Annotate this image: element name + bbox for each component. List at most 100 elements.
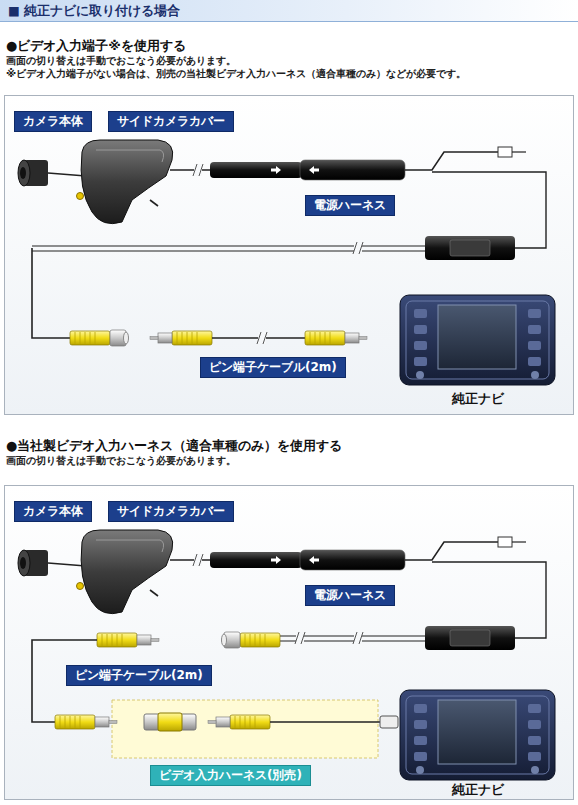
wire: [150, 200, 158, 206]
rca-ridge: [122, 634, 123, 646]
harness-box-cap: [450, 240, 490, 256]
navi-button: [528, 720, 541, 729]
rca-body: [172, 331, 212, 345]
break-mark: [359, 242, 363, 254]
connector-plug: [210, 552, 302, 568]
rca-shell: [158, 333, 172, 343]
wire: [170, 169, 210, 171]
rca-pin: [151, 639, 159, 642]
rca-ridge: [70, 716, 71, 728]
break-mark: [257, 332, 261, 344]
navi-knob: [531, 766, 539, 774]
rca-ridge: [255, 634, 256, 646]
rca-ridge: [65, 716, 66, 728]
panel-ground: [4, 485, 574, 800]
part-label: ピン端子ケーブル(2m): [66, 665, 212, 686]
part-label-text: サイドカメラカバー: [117, 504, 225, 518]
break-mark: [199, 164, 203, 176]
wire: [32, 248, 70, 338]
break-mark: [301, 632, 305, 644]
cover-highlight: [96, 540, 164, 552]
navi-knob: [416, 766, 424, 774]
navi-bezel: [406, 696, 549, 774]
harness-box: [425, 236, 515, 260]
rca-ridge: [250, 716, 251, 728]
part-label-text: カメラ本体: [23, 504, 83, 518]
rca-ridge: [260, 634, 261, 646]
navi-screen: [438, 700, 516, 764]
rca-hole: [222, 634, 227, 646]
rca-ridge: [330, 332, 331, 344]
part-label-text: 電源ハーネス: [314, 198, 386, 212]
navi-input-plug: [380, 716, 398, 728]
direction-arrow: [271, 166, 281, 174]
rca-body: [230, 715, 270, 729]
side-camera-cover: [81, 140, 173, 224]
rca-joiner: [144, 714, 196, 730]
part-label: カメラ本体: [14, 501, 92, 522]
cover-screw: [77, 193, 84, 200]
rca-ridge: [245, 716, 246, 728]
navi-button: [414, 720, 427, 729]
rca-ridge: [112, 634, 113, 646]
navi-button: [528, 357, 541, 366]
direction-arrow: [309, 556, 319, 564]
break-gap: [354, 242, 362, 254]
rca-shell: [216, 717, 230, 727]
part-label-text: サイドカメラカバー: [117, 114, 225, 128]
wire: [270, 721, 380, 723]
rca-shell: [137, 635, 151, 645]
break-gap: [194, 554, 202, 566]
wire: [48, 563, 86, 566]
wire: [405, 542, 498, 560]
wire: [150, 590, 158, 596]
wiring-illustration: [18, 530, 555, 780]
rca-ridge: [80, 332, 81, 344]
rca-ridge: [90, 332, 91, 344]
break-mark: [263, 332, 267, 344]
break-mark: [193, 164, 197, 176]
rca-ridge: [192, 332, 193, 344]
section-note: ※ビデオ入力端子がない場合は、別売の当社製ビデオ入力ハーネス（適合車種のみ）など…: [6, 67, 574, 80]
navi-label: 純正ナビ: [452, 391, 504, 408]
part-label: ビデオ入力ハーネス(別売): [150, 765, 311, 786]
rca-joiner-body: [158, 713, 182, 731]
rca-ridge: [95, 332, 96, 344]
part-label: ピン端子ケーブル(2m): [200, 357, 346, 378]
rca-ridge: [177, 332, 178, 344]
cover-highlight: [96, 150, 164, 162]
navi-button: [528, 704, 541, 713]
harness-box: [425, 626, 515, 650]
rca-ridge: [117, 634, 118, 646]
rca-shell: [95, 717, 109, 727]
direction-arrow: [271, 556, 281, 564]
rca-pin: [359, 337, 367, 340]
wire: [512, 151, 526, 152]
camera-glass: [20, 167, 26, 179]
navi-button: [414, 357, 427, 366]
rca-ridge: [107, 634, 108, 646]
break-mark: [193, 554, 197, 566]
part-label: カメラ本体: [14, 111, 92, 132]
wire: [48, 173, 86, 176]
connector-plug: [210, 162, 302, 178]
harness-area: [112, 700, 378, 758]
page-title: ■ 純正ナビに取り付ける場合: [8, 3, 180, 20]
section-note: 画面の切り替えは手動でおこなう必要があります。: [6, 54, 574, 67]
part-label-text: カメラ本体: [23, 114, 83, 128]
section-panel: ●当社製ビデオ入力ハーネス（適合車種のみ）を使用する画面の切り替えは手動でおこな…: [4, 428, 574, 800]
part-label-text: ピン端子ケーブル(2m): [75, 668, 203, 682]
navi-button: [528, 341, 541, 350]
part-label-text: ピン端子ケーブル(2m): [209, 360, 337, 374]
navi-button: [414, 309, 427, 318]
part-label-text: ビデオ入力ハーネス(別売): [159, 768, 302, 782]
break-mark: [359, 632, 363, 644]
rca-ridge: [75, 716, 76, 728]
camera-lens: [18, 550, 30, 576]
side-camera-cover: [81, 530, 173, 614]
rca-ridge: [75, 332, 76, 344]
section-panel: ●ビデオ入力端子※を使用する画面の切り替えは手動でおこなう必要があります。※ビデ…: [4, 32, 574, 415]
wire: [512, 541, 526, 542]
camera-glass: [20, 557, 26, 569]
